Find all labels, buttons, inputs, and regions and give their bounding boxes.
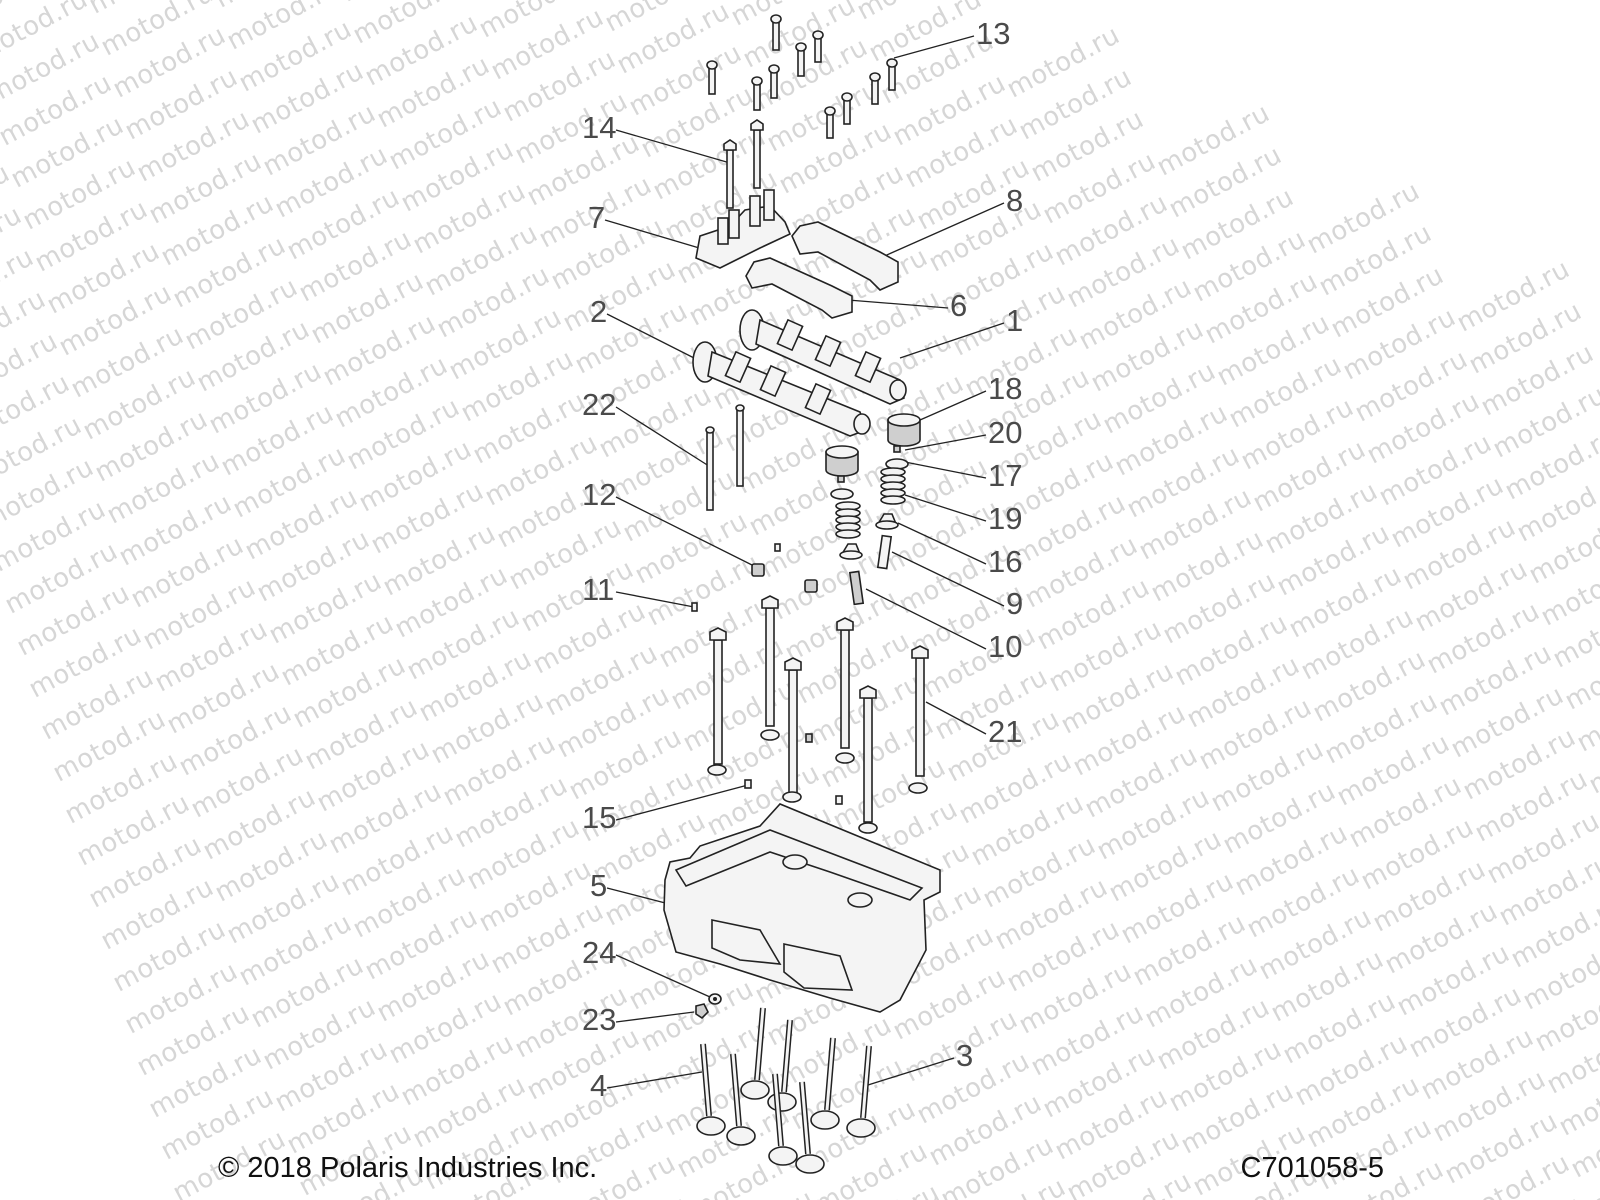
callout-label-19[interactable]: 19 [988, 501, 1023, 536]
tappets-18[interactable] [825, 413, 921, 477]
leader-line-5 [606, 887, 674, 906]
callout-label-9[interactable]: 9 [1006, 586, 1024, 621]
copyright-text: © 2018 Polaris Industries Inc. [218, 1152, 598, 1184]
callout-label-24[interactable]: 24 [582, 935, 617, 970]
callout-label-4[interactable]: 4 [590, 1068, 608, 1103]
leader-line-11 [615, 591, 695, 608]
leader-line-10 [865, 588, 987, 650]
callout-label-23[interactable]: 23 [582, 1002, 617, 1037]
callout-label-2[interactable]: 2 [590, 294, 608, 329]
callout-label-14[interactable]: 14 [582, 110, 617, 145]
keepers-20[interactable] [837, 445, 901, 483]
leader-line-4 [606, 1071, 703, 1089]
callout-label-17[interactable]: 17 [988, 458, 1023, 493]
leader-line-17 [904, 461, 987, 479]
callout-label-10[interactable]: 10 [988, 629, 1023, 664]
leader-line-22 [615, 406, 713, 469]
callout-label-11[interactable]: 11 [582, 572, 615, 607]
callout-label-22[interactable]: 22 [582, 387, 617, 422]
callout-label-13[interactable]: 13 [976, 16, 1011, 51]
callout-label-15[interactable]: 15 [582, 800, 617, 835]
callout-label-16[interactable]: 16 [988, 544, 1023, 579]
leader-line-24 [615, 954, 711, 998]
leader-line-7 [604, 219, 707, 251]
leader-line-13 [893, 35, 975, 59]
valve-springs-19[interactable] [835, 467, 906, 539]
diagram-code: C701058-5 [1240, 1152, 1385, 1184]
cam-cap-6[interactable] [745, 257, 853, 319]
callout-label-6[interactable]: 6 [950, 288, 968, 323]
leader-line-21 [925, 701, 987, 735]
pins-22[interactable] [705, 404, 745, 511]
leader-line-19 [904, 494, 987, 522]
valve-guide-10[interactable] [848, 570, 865, 606]
head-bolts-21[interactable] [707, 595, 929, 834]
cam-carrier-7[interactable] [695, 189, 792, 269]
dowel-15[interactable] [744, 779, 752, 789]
callout-leader-lines [604, 35, 1005, 1089]
leader-line-1 [899, 322, 1005, 359]
plug-23[interactable] [695, 1003, 709, 1020]
long-bolts-14[interactable] [723, 119, 764, 209]
stem-seals-16[interactable] [839, 513, 899, 560]
leader-line-20 [904, 434, 987, 451]
leader-line-2 [606, 313, 699, 361]
dowel-11[interactable] [691, 602, 698, 612]
callout-label-1[interactable]: 1 [1006, 303, 1024, 338]
leader-line-16 [897, 522, 987, 565]
retainers-17[interactable] [830, 458, 909, 500]
leader-line-18 [919, 390, 987, 421]
callout-label-18[interactable]: 18 [988, 371, 1023, 406]
leader-line-3 [867, 1057, 955, 1086]
leader-line-12 [615, 496, 759, 569]
washer-24[interactable] [708, 993, 722, 1005]
callout-label-21[interactable]: 21 [988, 714, 1023, 749]
callout-label-5[interactable]: 5 [590, 868, 608, 903]
callout-label-3[interactable]: 3 [956, 1038, 974, 1073]
leader-line-6 [847, 299, 949, 309]
leader-line-23 [615, 1011, 695, 1023]
callout-label-8[interactable]: 8 [1006, 183, 1024, 218]
leader-line-14 [615, 129, 731, 164]
camshaft-1[interactable] [739, 309, 907, 405]
callout-label-20[interactable]: 20 [988, 415, 1023, 450]
nuts-12[interactable] [751, 543, 818, 593]
callout-label-12[interactable]: 12 [582, 477, 617, 512]
leader-line-9 [891, 551, 1005, 607]
valve-guide-9[interactable] [876, 534, 893, 570]
callout-label-7[interactable]: 7 [588, 200, 606, 235]
leader-line-8 [879, 202, 1005, 259]
cam-cap-bolts-13[interactable] [706, 14, 898, 139]
camshaft-2[interactable] [692, 341, 871, 437]
valves-3[interactable] [740, 1007, 876, 1138]
cam-cap-8[interactable] [791, 221, 899, 291]
valves-4[interactable] [696, 1043, 825, 1174]
leader-line-15 [615, 784, 749, 821]
cylinder-head-5[interactable] [663, 803, 941, 1013]
